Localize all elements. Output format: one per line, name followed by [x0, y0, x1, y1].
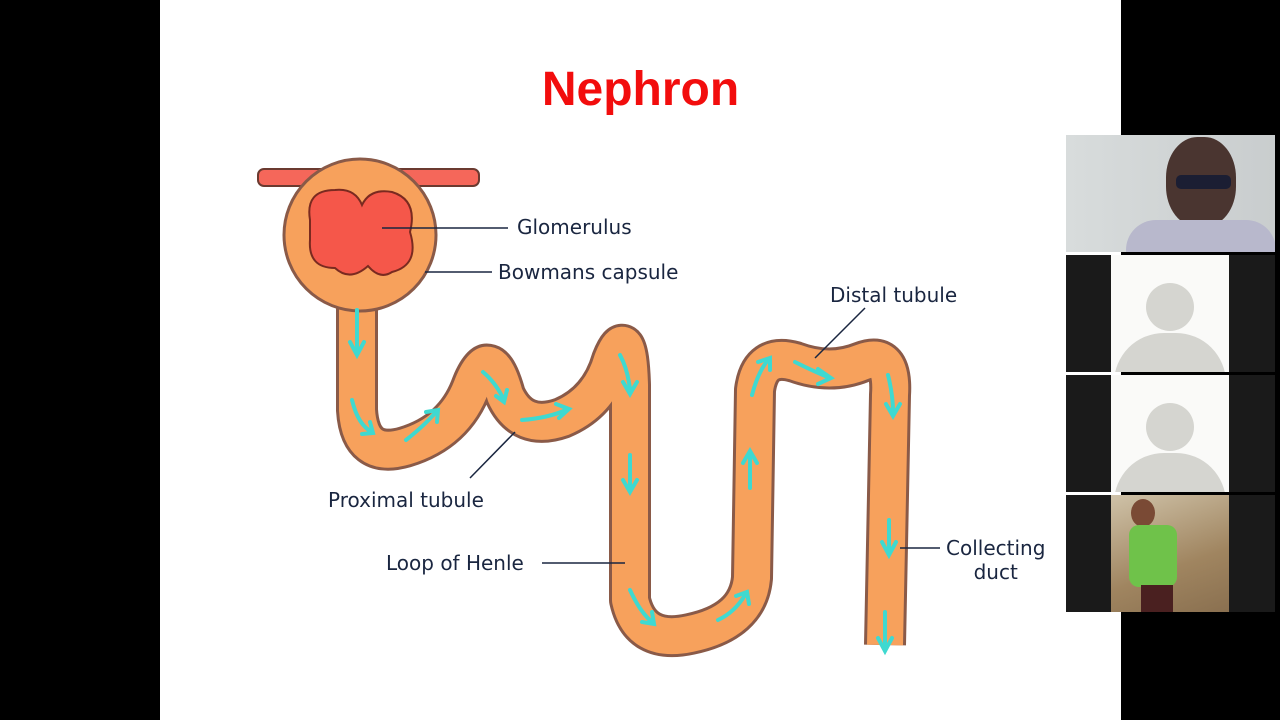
avatar-body-icon [1114, 453, 1226, 492]
label-bowmans-capsule: Bowmans capsule [498, 260, 679, 284]
participant-avatar-tile-3[interactable] [1066, 375, 1275, 492]
label-collecting-duct-line1: Collecting [946, 536, 1046, 560]
label-collecting-duct-line2: duct [973, 560, 1018, 584]
slide-title: Nephron [541, 63, 740, 116]
label-collecting-duct: Collecting duct [946, 536, 1045, 584]
participant-trousers [1141, 585, 1173, 612]
participant-shirt [1126, 220, 1275, 252]
label-distal-tubule: Distal tubule [830, 283, 958, 307]
tubule [339, 300, 909, 655]
label-loop-of-henle: Loop of Henle [386, 551, 524, 575]
participant-photo [1111, 495, 1229, 612]
leader-lines [382, 227, 940, 564]
label-proximal-tubule: Proximal tubule [328, 488, 484, 512]
avatar-body-icon [1114, 333, 1226, 372]
participant-video-tile-1[interactable] [1066, 135, 1275, 252]
avatar-head-icon [1146, 403, 1194, 451]
glomerulus [308, 188, 414, 276]
participant-video-tile-4[interactable] [1066, 495, 1275, 612]
avatar-placeholder [1111, 255, 1229, 372]
participant-avatar-tile-2[interactable] [1066, 255, 1275, 372]
flow-arrows [348, 308, 902, 656]
presentation-slide: Nephron [160, 0, 1121, 720]
label-glomerulus: Glomerulus [517, 215, 632, 239]
participant-head [1131, 499, 1155, 527]
nephron-diagram [257, 157, 940, 658]
participant-vest [1129, 525, 1177, 587]
avatar-head-icon [1146, 283, 1194, 331]
avatar-placeholder [1111, 375, 1229, 492]
participant-glasses [1176, 175, 1231, 189]
